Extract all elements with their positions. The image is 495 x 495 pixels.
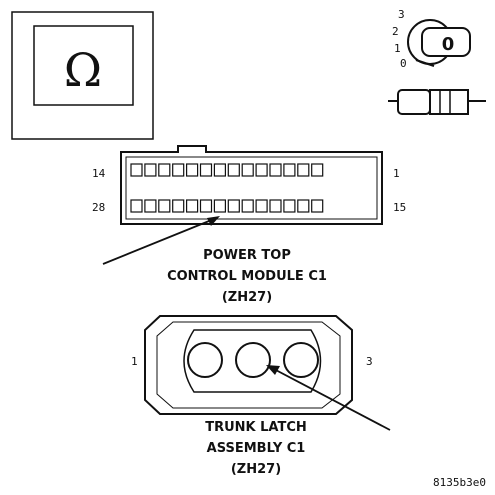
latch-pin-1 [187, 342, 223, 378]
module-pin-cavity [158, 163, 171, 177]
key-position-2: 2 [392, 25, 399, 38]
pin-label-15: 15 [393, 201, 406, 214]
module-pin-cavity [144, 163, 157, 177]
latch-pin-2 [235, 342, 271, 378]
module-pointer-arrow [102, 216, 220, 265]
module-pin-cavity [255, 163, 268, 177]
latch-pin-label-1: 1 [131, 355, 138, 368]
module-pin-cavity [172, 163, 185, 177]
connector-pair-icon [388, 89, 486, 115]
module-pin-cavity [158, 199, 171, 213]
module-pin-cavity [311, 163, 324, 177]
latch-pin-3 [283, 342, 319, 378]
module-connector-inner [125, 156, 378, 220]
ohm-symbol-icon: Ω [64, 43, 102, 97]
module-pin-cavity [297, 163, 310, 177]
module-pin-cavity [213, 199, 226, 213]
pin-label-1: 1 [393, 167, 400, 180]
module-pin-cavity [283, 199, 296, 213]
key-position-marker: 0 [442, 34, 455, 55]
latch-label-line3: (ZH27) [231, 462, 281, 477]
module-pin-cavity [269, 163, 282, 177]
latch-pin-label-3: 3 [366, 355, 373, 368]
module-pin-cavity [269, 199, 282, 213]
module-pin-row-top [130, 163, 324, 177]
module-pin-cavity [283, 163, 296, 177]
symbol-outer-frame [11, 11, 154, 140]
module-pin-cavity [241, 199, 254, 213]
module-pin-cavity [186, 199, 199, 213]
module-pin-cavity [130, 163, 143, 177]
pin-label-14: 14 [92, 167, 106, 180]
key-position-1: 1 [394, 42, 401, 55]
pin-label-28: 28 [92, 201, 105, 214]
latch-connector-inner [156, 321, 341, 409]
module-pin-cavity [255, 199, 268, 213]
ohmmeter-symbol: Ω [11, 11, 154, 140]
key-pointer [415, 59, 435, 67]
module-pin-cavity [130, 199, 143, 213]
latch-cavity-outline [183, 329, 322, 393]
latch-pointer-arrow [266, 365, 391, 431]
figure-id: 8135b3e0 [433, 476, 486, 489]
module-pin-cavity [227, 163, 240, 177]
latch-connector: 1 3 [131, 315, 373, 415]
module-pin-cavity [199, 199, 213, 213]
module-pin-cavity [213, 163, 226, 177]
latch-label-line1: TRUNK LATCH [205, 420, 307, 435]
module-label-line2: CONTROL MODULE C1 [167, 269, 327, 284]
module-pin-cavity [199, 163, 213, 177]
key-position-0: 0 [400, 57, 407, 70]
key-head [421, 27, 471, 57]
module-pin-cavity [172, 199, 185, 213]
module-pin-cavity [144, 199, 157, 213]
ignition-key-icon: 3 2 1 0 0 [392, 8, 471, 70]
module-pin-cavity [311, 199, 324, 213]
module-pin-cavity [227, 199, 240, 213]
key-position-3: 3 [398, 8, 405, 21]
module-connector: 14 1 28 15 [92, 145, 406, 225]
module-pin-row-bottom [130, 199, 324, 213]
module-pin-cavity [297, 199, 310, 213]
module-label-line3: (ZH27) [222, 290, 272, 305]
latch-label-line2: ASSEMBLY C1 [207, 441, 306, 456]
symbol-inner-frame [33, 25, 134, 106]
module-label-line1: POWER TOP [203, 248, 291, 263]
module-pin-cavity [186, 163, 199, 177]
module-pin-cavity [241, 163, 254, 177]
